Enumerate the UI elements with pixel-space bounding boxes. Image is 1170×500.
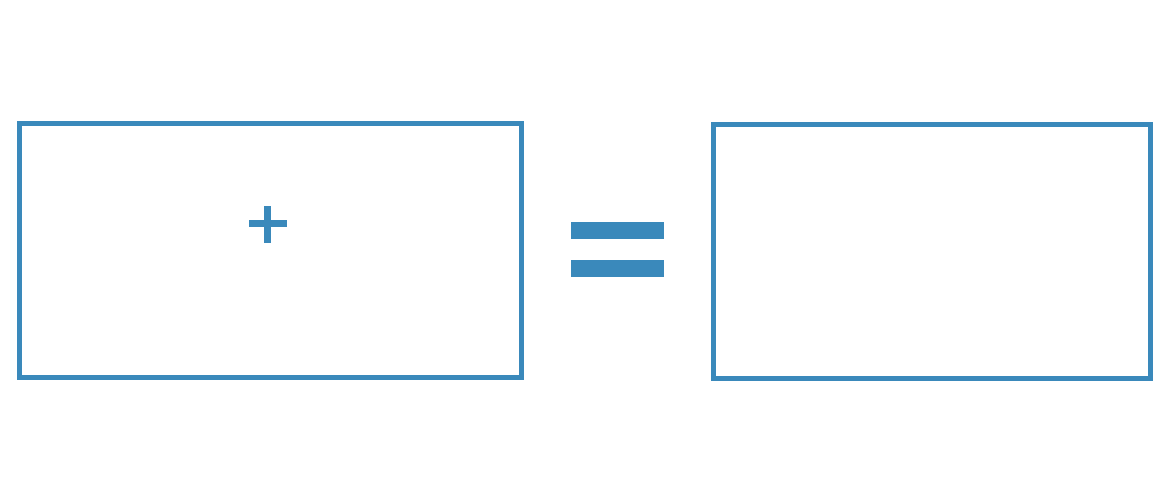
equals-bottom-bar xyxy=(571,260,664,277)
equals-top-bar xyxy=(571,222,664,239)
right-box xyxy=(711,122,1153,381)
plus-icon xyxy=(249,206,289,243)
left-box xyxy=(17,121,524,380)
plus-vertical-stroke xyxy=(264,206,271,243)
